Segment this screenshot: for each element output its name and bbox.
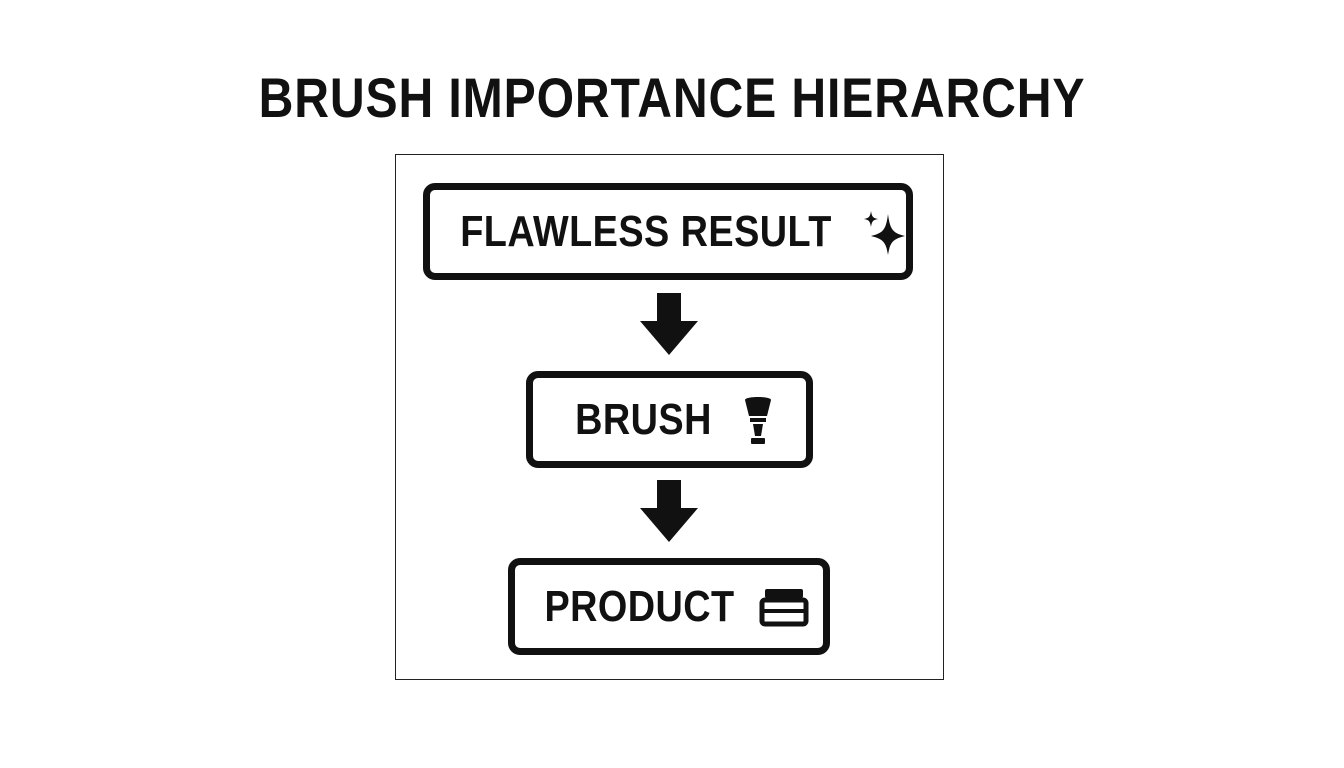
node-flawless-result: FLAWLESS RESULT [423,183,913,280]
node-brush: BRUSH [526,371,813,468]
node-label-flawless-result: FLAWLESS RESULT [460,206,832,256]
brush-icon [741,394,775,446]
arrow-down-icon [640,293,698,355]
node-label-product: PRODUCT [544,581,736,631]
node-product: PRODUCT [508,558,830,655]
diagram-frame [395,154,944,680]
arrow-down-icon [640,480,698,542]
sparkle-icon [862,208,906,256]
product-jar-icon [759,587,809,627]
diagram-title: BRUSH IMPORTANCE HIERARCHY [258,66,1086,129]
node-label-brush: BRUSH [575,394,712,444]
